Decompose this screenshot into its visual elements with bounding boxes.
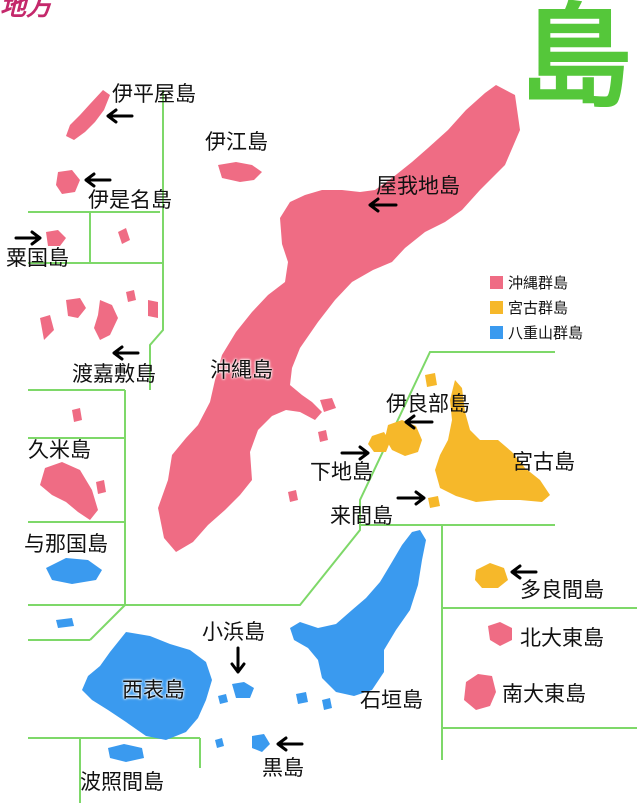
miyako-islands (368, 373, 550, 588)
okinawa-islands (40, 85, 520, 710)
kerama-1 (94, 300, 118, 340)
shimoji-island (368, 432, 390, 452)
label-shimoji: 下地島 (310, 460, 373, 484)
islet-10 (296, 692, 308, 704)
label-miyako: 宮古島 (512, 450, 575, 474)
label-okinawa: 沖縄島 (210, 358, 273, 382)
arrow-left-icon (510, 564, 538, 580)
ie-island (218, 162, 262, 182)
label-hateruma: 波照間島 (80, 770, 164, 794)
label-ishigaki: 石垣島 (360, 688, 423, 712)
kohama-island (232, 682, 254, 698)
legend-item-yaeyama: 八重山群島 (490, 320, 583, 345)
arrow-left-icon (106, 108, 134, 124)
minamidaito-island (464, 674, 496, 710)
corner-title-fragment: 地方 (0, 0, 53, 22)
yagaji-island (348, 200, 372, 222)
ishigaki-main-island (290, 530, 426, 696)
label-kume: 久米島 (28, 438, 91, 462)
miyako-main-island (435, 380, 550, 502)
legend-label: 宮古群島 (508, 299, 569, 317)
label-kuro: 黒島 (262, 756, 304, 780)
islet-11 (322, 698, 332, 710)
islet-8 (56, 618, 74, 628)
kuro-island (252, 734, 270, 752)
kerama-3 (66, 298, 86, 318)
label-kitadaito: 北大東島 (520, 626, 604, 650)
legend-swatch (490, 301, 503, 314)
legend-item-miyako: 宮古群島 (490, 295, 583, 320)
arrow-left-icon (14, 230, 42, 246)
kerama-2 (148, 300, 158, 318)
arrow-left-icon (404, 414, 434, 430)
label-kurima: 来間島 (330, 504, 393, 528)
arrow-left-icon (368, 197, 398, 213)
okinawa-main-island (158, 85, 520, 552)
arrow-left-icon (396, 490, 426, 506)
label-iriomote: 西表島 (122, 678, 185, 702)
izena-island (56, 170, 80, 194)
hateruma-island (108, 744, 144, 762)
legend-swatch (490, 276, 503, 289)
islet-7 (425, 373, 437, 387)
label-minamidaito: 南大東島 (502, 682, 586, 706)
islet-9 (218, 694, 228, 704)
islet-4 (320, 398, 336, 412)
label-tokashiki: 渡嘉敷島 (72, 362, 156, 386)
legend-label: 八重山群島 (508, 324, 584, 342)
kume-island (40, 462, 98, 520)
iriomote-island (82, 632, 212, 740)
label-tarama: 多良間島 (520, 578, 604, 602)
legend-label: 沖縄群島 (508, 274, 569, 292)
page-title: 島 (520, 0, 632, 123)
islet-12 (215, 738, 224, 748)
label-irabu: 伊良部島 (386, 392, 470, 416)
arrow-left-icon (276, 736, 304, 752)
yonaguni-island (46, 558, 102, 584)
kurima-island (428, 496, 440, 508)
islet-3 (96, 480, 106, 494)
islet-2 (72, 408, 82, 422)
label-kohama: 小浜島 (202, 620, 265, 644)
kitadaito-island (488, 622, 512, 646)
arrow-left-icon (340, 445, 370, 461)
label-yagaji: 屋我地島 (376, 174, 460, 198)
islet-6 (288, 490, 298, 502)
iheya-island (66, 90, 110, 140)
label-aguni: 粟国島 (6, 246, 69, 270)
kerama-4 (40, 315, 54, 340)
legend-swatch (490, 326, 503, 339)
label-izena: 伊是名島 (88, 188, 172, 212)
map-legend: 沖縄群島宮古群島八重山群島 (490, 270, 583, 345)
irabu-island (385, 420, 422, 456)
label-arrows (14, 108, 538, 752)
label-ie: 伊江島 (205, 130, 268, 154)
arrow-down-icon (230, 646, 246, 674)
islet-5 (318, 430, 328, 442)
region-dividers (28, 90, 637, 803)
legend-item-okinawa: 沖縄群島 (490, 270, 583, 295)
arrow-left-icon (112, 345, 140, 361)
islet-1 (118, 228, 130, 244)
tarama-island (475, 563, 508, 588)
yaeyama-islands (46, 530, 426, 762)
label-yonaguni: 与那国島 (24, 532, 108, 556)
aguni-island (46, 230, 66, 246)
arrow-left-icon (84, 172, 112, 188)
kerama-5 (126, 290, 136, 302)
label-iheya: 伊平屋島 (112, 82, 196, 106)
